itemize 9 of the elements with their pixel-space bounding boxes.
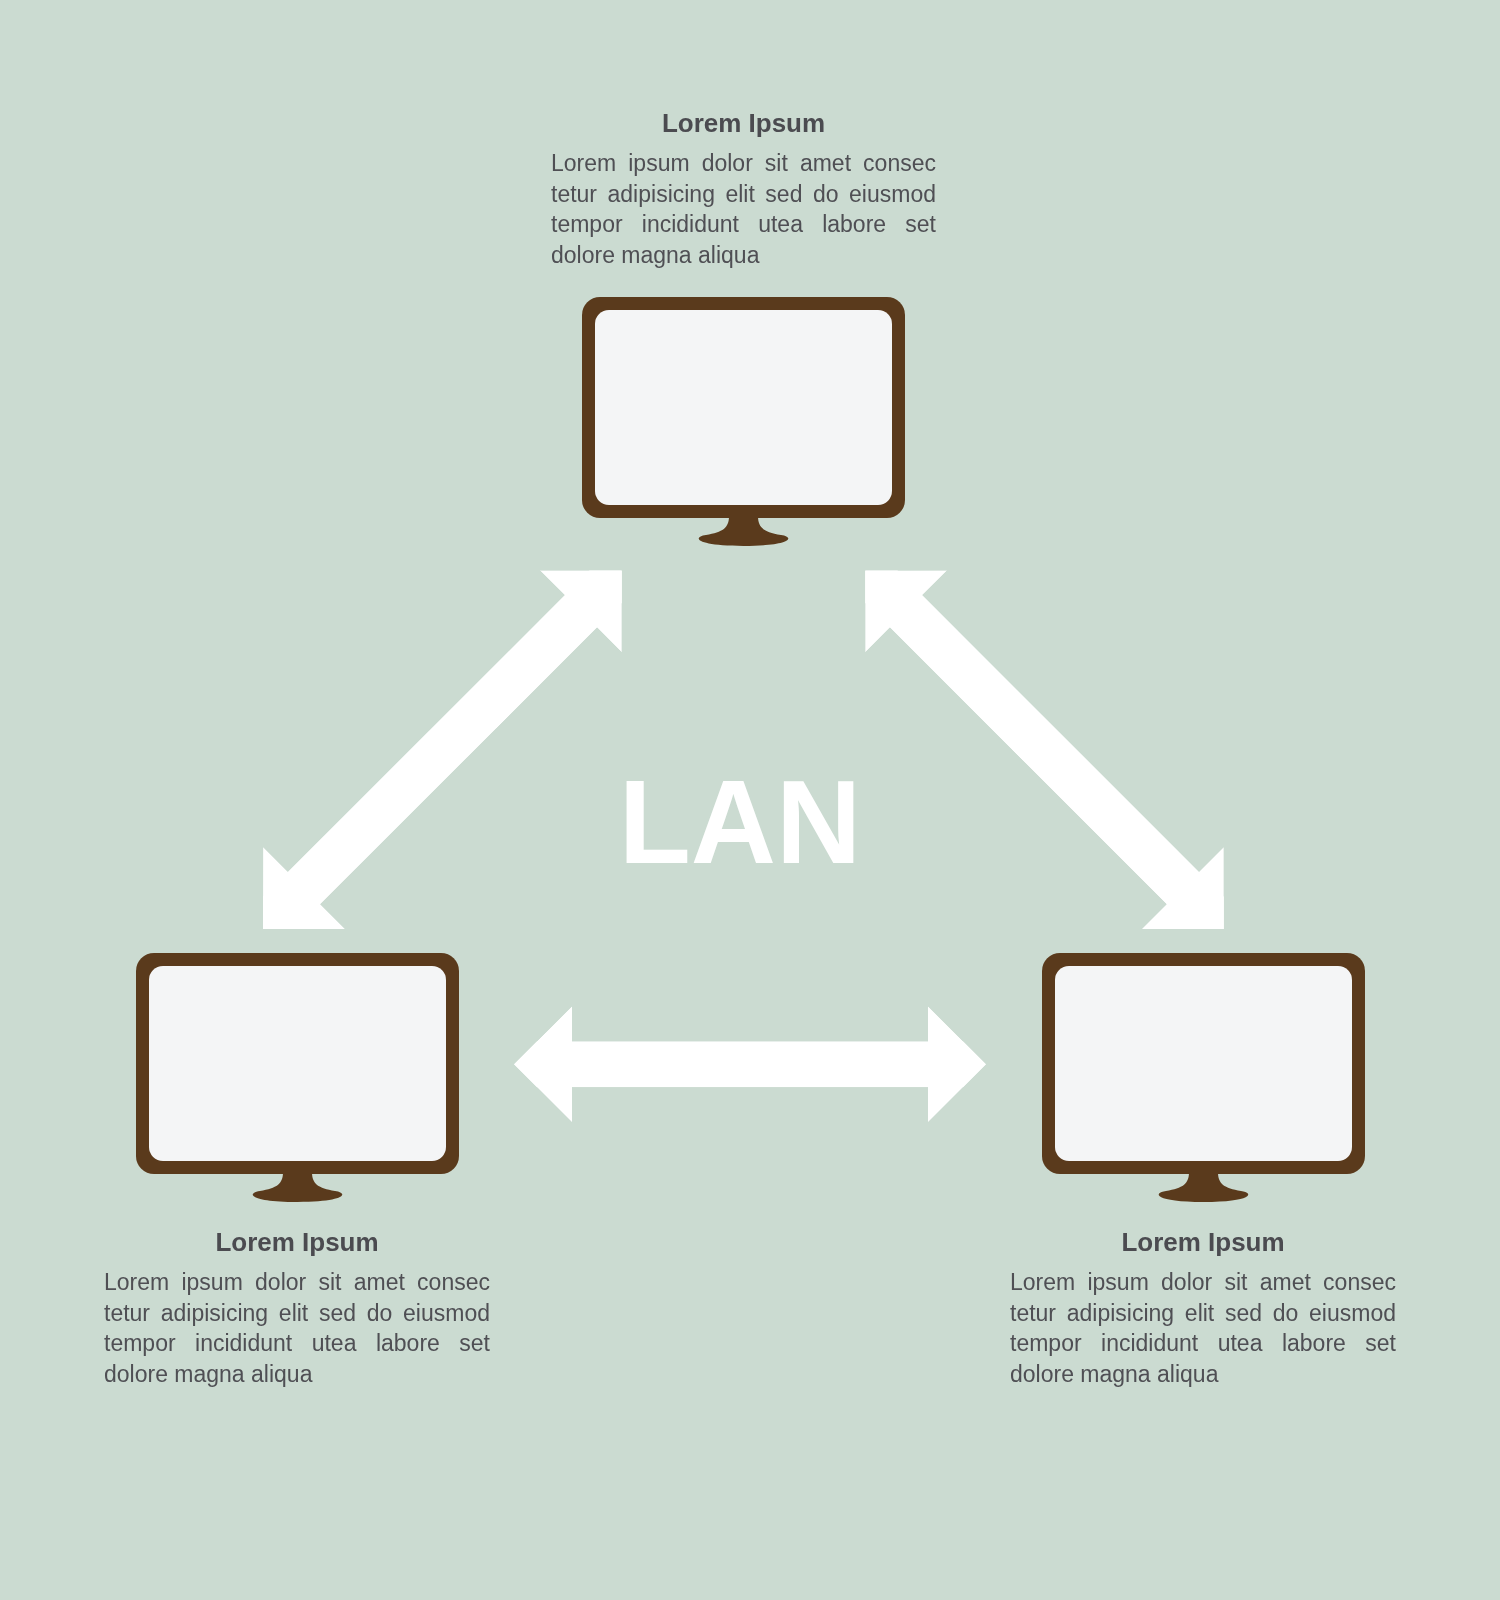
node-heading: Lorem Ipsum xyxy=(660,108,827,138)
double-arrow xyxy=(514,1006,986,1123)
description-text: Lorem ipsum dolor sit amet consec tetur adipisicing elit sed do eiusmod tempor incididunt utea labore set dolore magna aliqua xyxy=(1010,1268,1396,1389)
description-text: Lorem ipsum dolor sit amet consec tetur adipisicing elit sed do eiusmod tempor incididunt utea labore set dolore magna aliqua xyxy=(104,1268,490,1389)
description-text: Lorem ipsum dolor sit amet consec tetur adipisicing elit sed do eiusmod tempor incididunt utea labore set dolore magna aliqua xyxy=(551,149,936,270)
node-heading: Lorem Ipsum xyxy=(1120,1227,1286,1257)
double-arrow xyxy=(865,570,1224,929)
node-heading: Lorem Ipsum xyxy=(214,1227,380,1257)
double-arrow xyxy=(263,570,622,929)
